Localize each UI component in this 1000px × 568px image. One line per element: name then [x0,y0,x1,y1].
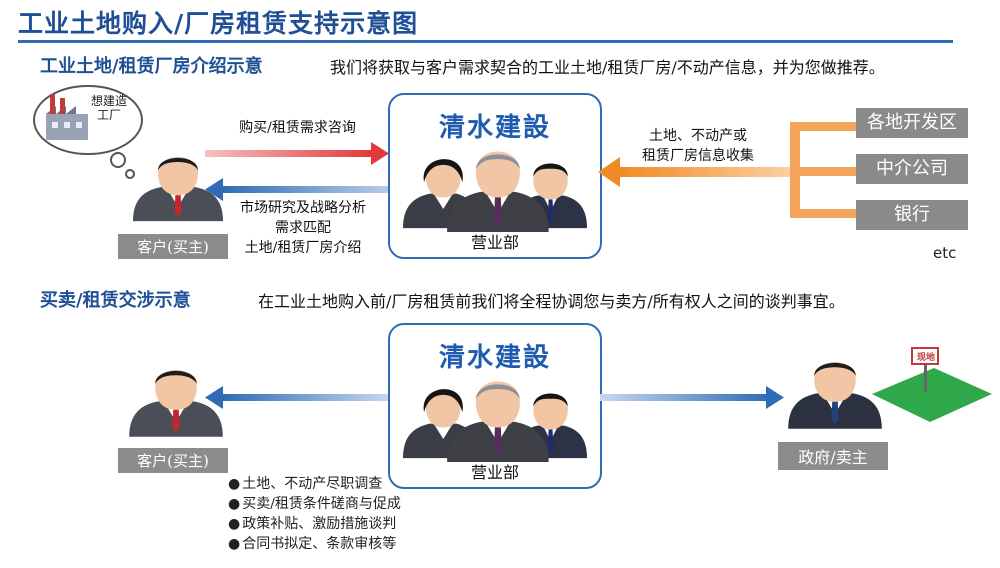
factory-icon [46,94,88,140]
company-box-2: 清水建設 营业部 [388,323,602,489]
reply-arrow-label: 市场研究及战略分析 需求匹配 土地/租赁厂房介绍 [240,200,366,256]
source-agency: 中介公司 [856,154,968,184]
source-bank: 银行 [856,200,968,230]
dept-label: 营业部 [470,233,519,252]
service-list: 土地、不动产尽职调查 买卖/租赁条件磋商与促成 政策补贴、激励措施谈判 合同书拟… [228,474,401,554]
company-name: 清水建設 [438,113,551,143]
company-box-1: 清水建設 营业部 [388,93,602,259]
source-development-zone: 各地开发区 [856,108,968,138]
page-title: 工业土地购入/厂房租赁支持示意图 [18,9,419,38]
list-item: 合同书拟定、条款审核等 [228,534,401,554]
request-arrow-label: 购买/租赁需求咨询 [239,120,356,136]
client-label: 客户(买主) [118,448,228,473]
section1-description: 我们将获取与客户需求契合的工业土地/租赁厂房/不动产信息，并为您做推荐。 [330,58,885,77]
thought-bubble [33,85,143,179]
title-underline [18,40,953,43]
reply-arrow [205,178,390,201]
dept-label: 营业部 [470,463,519,482]
section1-title: 工业土地/租赁厂房介绍示意 [40,56,263,77]
client-label: 客户(买主) [118,234,228,259]
thought-bubble-text: 想建造工厂 [90,94,127,122]
section2-title: 买卖/租赁交涉示意 [40,290,191,311]
list-item: 土地、不动产尽职调查 [228,474,401,494]
negotiation-arrow-right [600,386,784,409]
sales-team-icon [403,381,587,462]
list-item: 政策补贴、激励措施谈判 [228,514,401,534]
etc-label: etc [933,244,957,262]
sales-team-icon [403,151,587,232]
collect-arrow-label: 土地、不动产或 租赁厂房信息收集 [642,128,754,164]
company-name: 清水建設 [438,343,551,373]
request-arrow [205,142,389,165]
list-item: 买卖/租赁条件磋商与促成 [228,494,401,514]
collect-arrow [598,122,858,218]
land-sign-icon [872,347,992,422]
seller-label: 政府/卖主 [778,442,888,470]
section2-description: 在工业土地购入前/厂房租赁前我们将全程协调您与卖方/所有权人之间的谈判事宜。 [258,292,845,311]
land-sign-text: 现地 [916,353,935,363]
negotiation-arrow-left [205,386,390,409]
